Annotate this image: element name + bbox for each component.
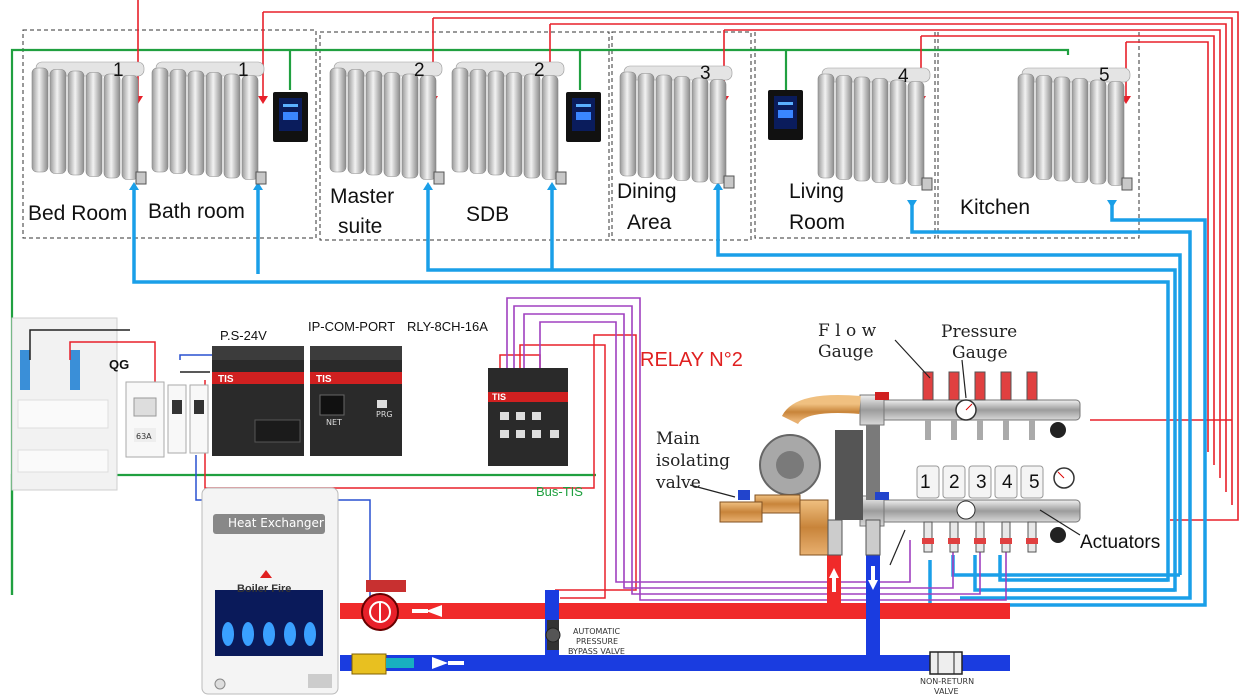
room-label-bath-room: Bath room <box>148 200 245 223</box>
room-label-suite: suite <box>338 215 383 238</box>
boiler-fire-label: Boiler Fire <box>237 583 292 595</box>
room-label-kitchen: Kitchen <box>960 196 1031 219</box>
module-ip <box>310 346 402 456</box>
pressure-gauge-label-line2: Gauge <box>952 343 1008 363</box>
room-label-sdb: SDB <box>466 203 510 226</box>
tis-logo: TIS <box>316 374 332 385</box>
radiator-number: 1 <box>113 60 124 81</box>
bypass-label-line2: PRESSURE <box>576 637 619 646</box>
room-label-room: Room <box>789 211 846 234</box>
circuit-number: 1 <box>920 472 931 493</box>
radiator <box>1017 67 1133 191</box>
manifold <box>719 392 1081 556</box>
radiator-number: 4 <box>898 66 909 87</box>
valve-label: Main <box>656 429 700 449</box>
circuit-number: 4 <box>1002 472 1013 493</box>
nonreturn-label: NON-RETURN <box>920 677 975 686</box>
thermostat-bath <box>273 92 308 142</box>
gauges <box>955 399 1075 543</box>
thermostat-living <box>768 90 803 140</box>
module-ps <box>212 346 304 456</box>
actuators-label: Actuators <box>1080 532 1161 553</box>
radiator <box>619 65 735 189</box>
ip-com-port-label: IP-COM-PORT <box>308 319 396 334</box>
flow-gauge-label: F l o w <box>818 321 877 341</box>
circuit-number: 2 <box>949 472 960 493</box>
circuit-number: 3 <box>976 472 987 493</box>
radiator <box>31 61 147 185</box>
room-label-bed-room: Bed Room <box>28 202 128 225</box>
breaker-qg <box>125 381 165 458</box>
room-label-dining: Dining <box>617 180 677 203</box>
radiator-number: 2 <box>414 60 425 81</box>
circuit-number: 5 <box>1029 472 1040 493</box>
thermostat-sdb <box>566 92 601 142</box>
return-arrows <box>129 182 1117 208</box>
manifold-circuit <box>916 371 940 553</box>
manifold-circuit <box>1020 371 1044 553</box>
radiator-number: 5 <box>1099 65 1110 86</box>
net-port-label: NET <box>326 418 342 427</box>
radiator-number: 3 <box>700 63 711 84</box>
room-box-bed-bath <box>22 29 317 239</box>
bus-tis-label: Bus-TIS <box>536 484 583 499</box>
bypass-valve <box>545 620 561 650</box>
thermostats <box>273 90 803 142</box>
room-label-area: Area <box>627 211 672 234</box>
boiler <box>201 487 339 695</box>
heat-exchanger-label: Heat Exchanger <box>228 516 324 530</box>
radiator-number: 1 <box>238 60 249 81</box>
room-box-dining <box>611 31 752 241</box>
radiator <box>329 61 445 185</box>
manifold-circuit <box>968 371 992 553</box>
room-box-master-sdb <box>319 31 610 241</box>
prg-label: PRG <box>376 410 393 419</box>
callout-lines <box>689 339 1081 566</box>
control-cables <box>506 297 1007 601</box>
tis-logo: TIS <box>492 392 507 402</box>
pressure-gauge-label: Pressure <box>941 322 1018 342</box>
breaker-rating: 63A <box>136 432 152 441</box>
radiator-number: 2 <box>534 60 545 81</box>
flow-arrow-left-icon <box>432 657 448 669</box>
valve-label-line2: isolating <box>656 451 731 471</box>
nonreturn-valve <box>929 651 963 675</box>
tis-logo: TIS <box>218 374 234 385</box>
radiator <box>451 61 567 185</box>
radiators <box>31 61 1133 191</box>
relay-module-label: RLY-8CH-16A <box>407 319 488 334</box>
manifold-circuit <box>942 371 966 553</box>
breaker-small <box>167 384 209 454</box>
qg-label: QG <box>109 357 130 372</box>
bypass-label: AUTOMATIC <box>573 627 621 636</box>
flow-arrow-right-icon <box>426 605 442 617</box>
room-box-living <box>754 29 936 239</box>
manifold-circuit <box>994 371 1018 553</box>
boiler-valve <box>351 653 414 675</box>
electrical-enclosure <box>11 317 118 491</box>
valve-label-line3: valve <box>656 473 701 493</box>
radiator <box>817 67 933 191</box>
radiator <box>151 61 267 185</box>
relay-2-label: RELAY N°2 <box>640 349 743 371</box>
room-label-master: Master <box>330 185 395 208</box>
room-label-living: Living <box>789 180 844 203</box>
manifold-ports <box>916 371 1044 553</box>
bypass-label-line3: BYPASS VALVE <box>568 647 625 656</box>
ps-label: P.S-24V <box>220 328 267 343</box>
module-relay <box>488 368 568 466</box>
flow-gauge-label-line2: Gauge <box>818 342 874 362</box>
nonreturn-label-line2: VALVE <box>934 687 959 696</box>
circulator-pump <box>361 580 406 631</box>
